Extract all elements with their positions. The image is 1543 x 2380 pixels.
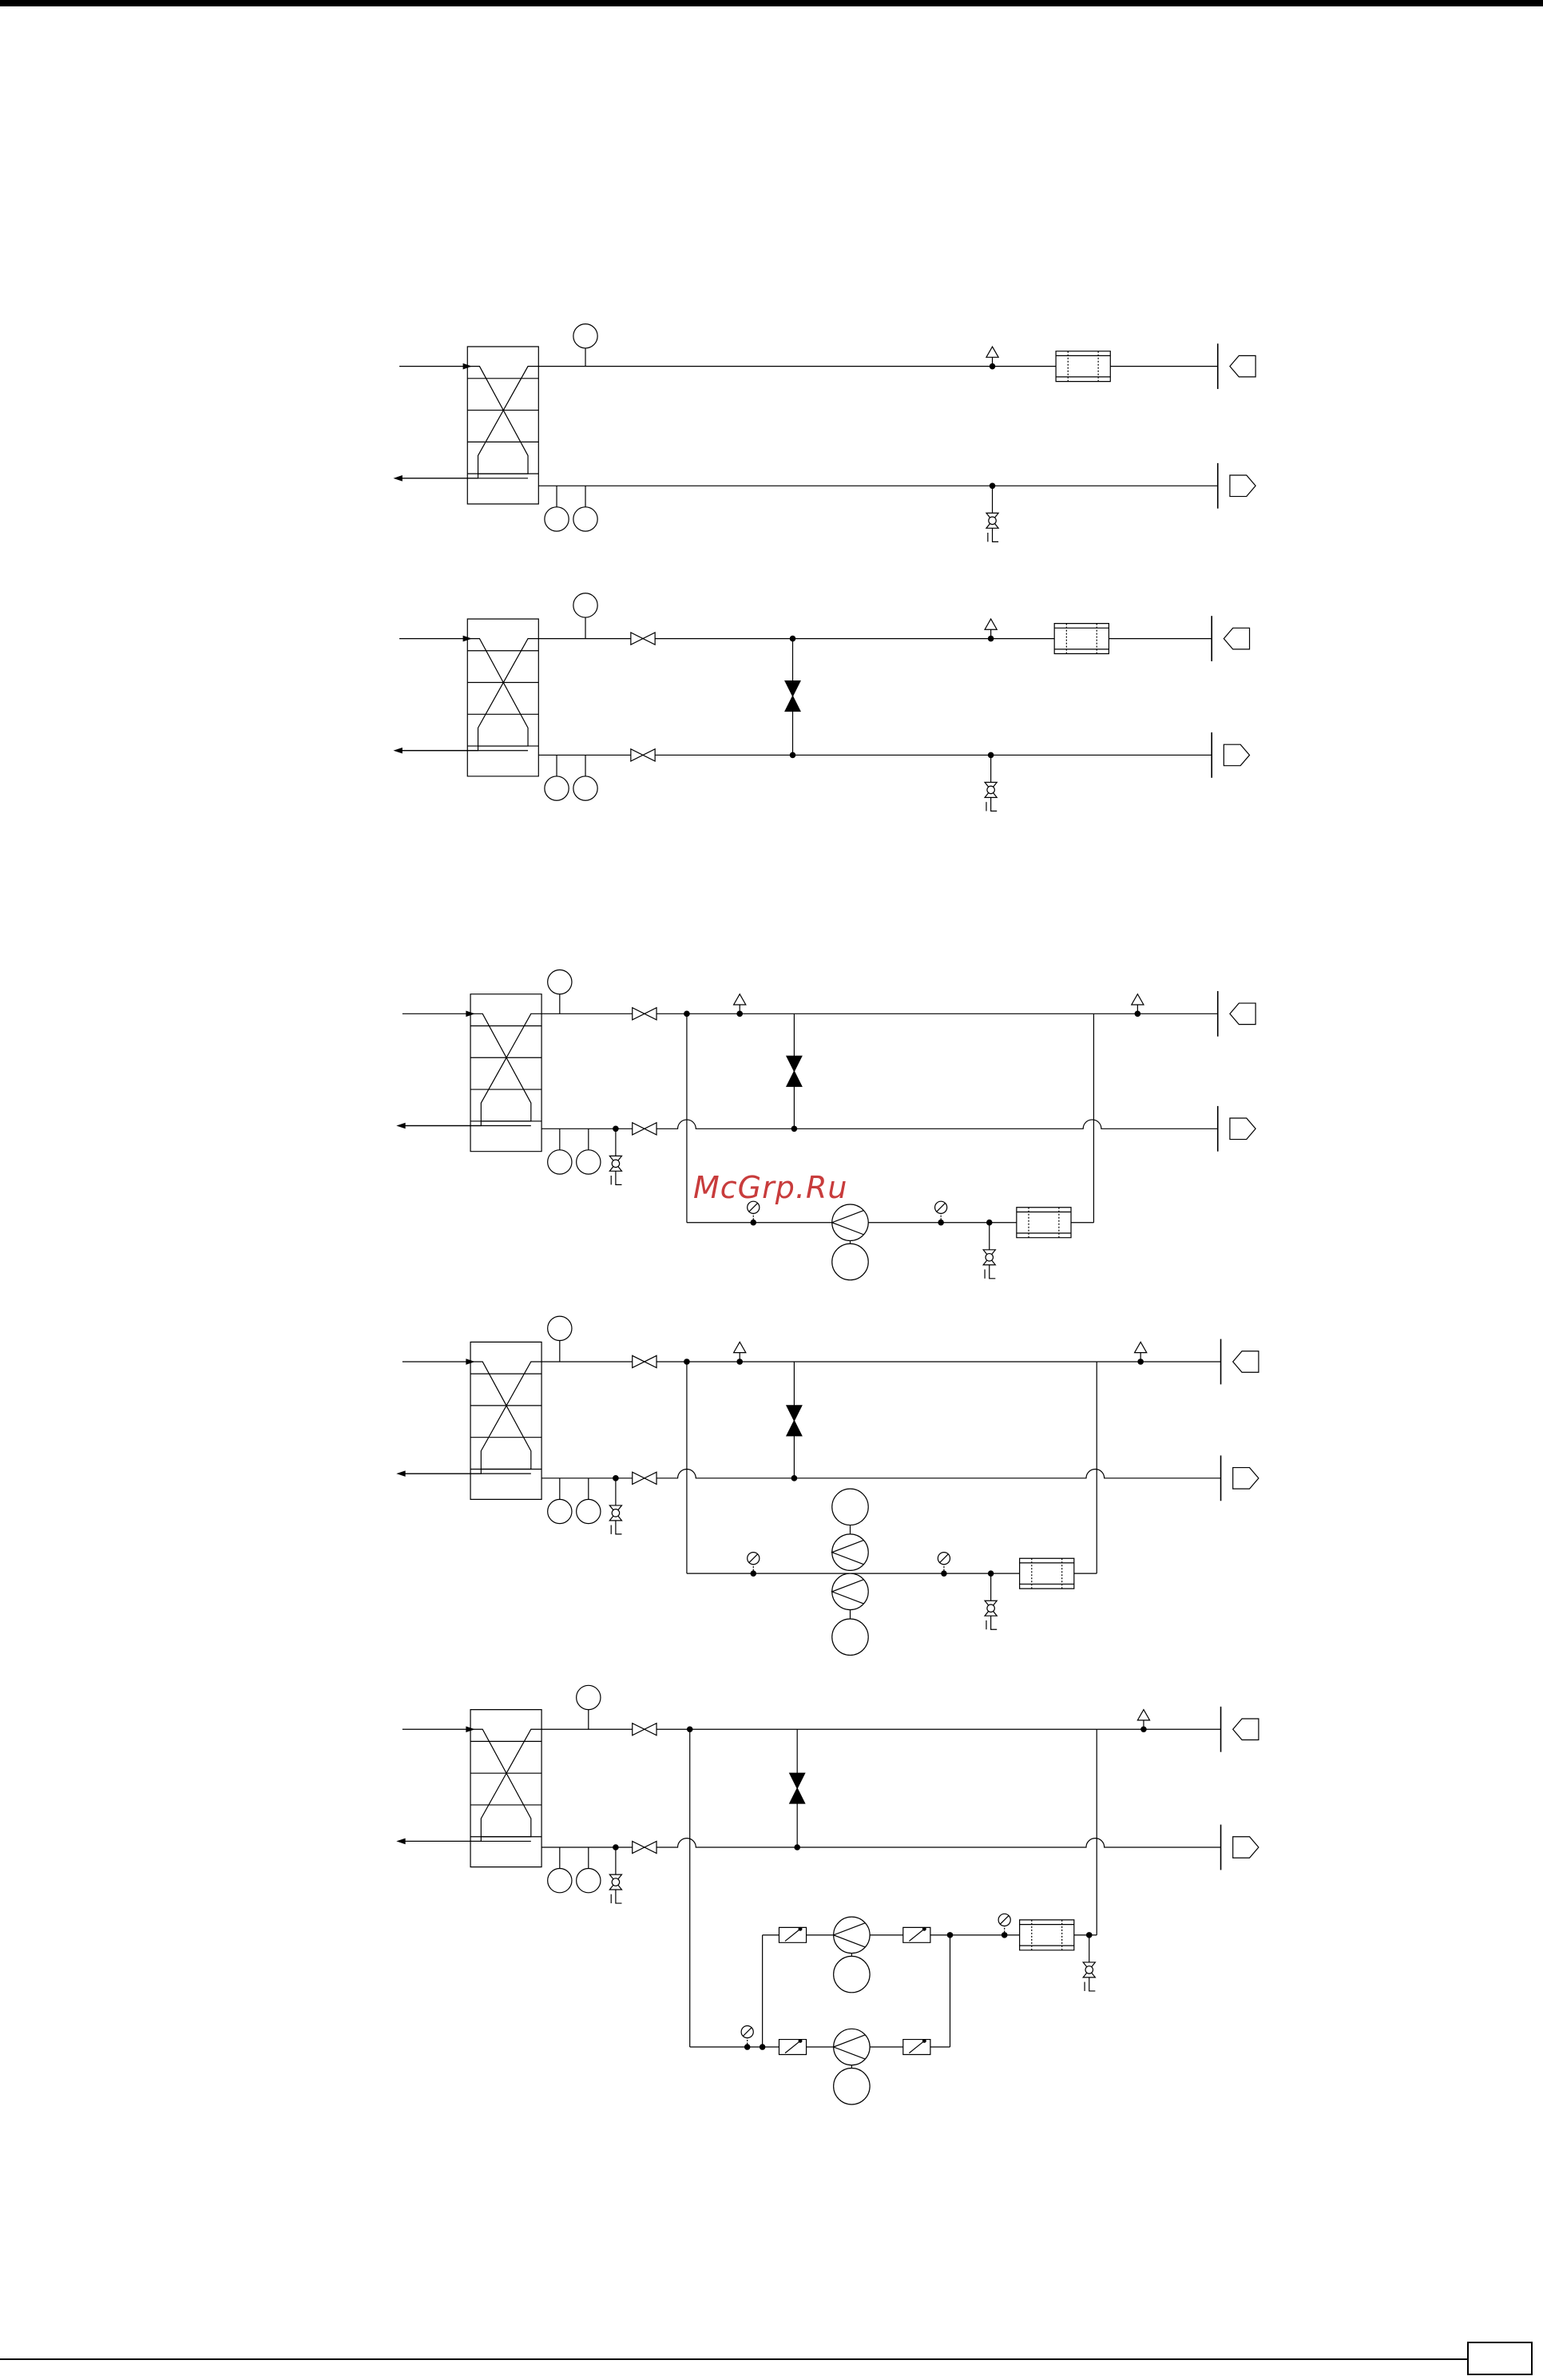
filter <box>1056 351 1110 382</box>
supply-arrow <box>1230 355 1255 377</box>
scheme-4 <box>396 1316 1259 1655</box>
shutoff-valve <box>631 633 655 645</box>
filter <box>1017 1208 1071 1238</box>
drain-valve <box>609 1126 621 1185</box>
shutoff-valve <box>633 1841 656 1853</box>
supply-arrow <box>1233 1351 1259 1373</box>
pump <box>834 2029 870 2104</box>
pressure-gauge <box>577 1869 601 1893</box>
heat-exchanger <box>396 994 541 1152</box>
drain-valve <box>983 1220 995 1279</box>
supply-arrow <box>1233 1719 1259 1740</box>
expansion-vessel <box>548 1316 572 1340</box>
expansion-vessel <box>573 593 597 617</box>
supply-arrow <box>1224 628 1249 649</box>
filter <box>1054 624 1109 654</box>
pressure-gauge <box>577 1499 601 1523</box>
shutoff-valve <box>633 1123 656 1135</box>
return-arrow <box>1230 1118 1255 1140</box>
return-pipe <box>541 1120 1218 1129</box>
drain-valve <box>609 1475 621 1534</box>
bypass-valve <box>787 1056 802 1086</box>
expansion-vessel <box>573 324 597 348</box>
heat-exchanger <box>393 347 538 504</box>
return-arrow <box>1233 1837 1259 1858</box>
pressure-gauge <box>548 1869 572 1893</box>
return-arrow <box>1230 475 1255 497</box>
filter <box>1020 1558 1074 1589</box>
pressure-gauge <box>545 507 569 531</box>
expansion-vessel <box>577 1685 601 1709</box>
bypass-valve <box>787 1406 802 1436</box>
heat-exchanger <box>396 1342 541 1499</box>
pressure-gauge <box>548 1499 572 1523</box>
scheme-5 <box>396 1685 1259 2104</box>
check-valve <box>779 2039 806 2055</box>
pressure-gauge <box>573 776 597 800</box>
drain-valve <box>986 483 998 542</box>
shutoff-valve <box>633 1008 656 1020</box>
watermark: McGrp.Ru <box>693 1170 847 1205</box>
pressure-gauge <box>545 776 569 800</box>
check-valve <box>779 1927 806 1943</box>
scheme-1 <box>393 324 1255 542</box>
drain-valve <box>985 1570 997 1629</box>
drain-valve <box>609 1844 621 1903</box>
shutoff-valve <box>631 749 655 761</box>
page-number-box <box>1467 2342 1533 2375</box>
check-valve <box>903 2039 930 2055</box>
supply-arrow <box>1230 1003 1255 1025</box>
scheme-2 <box>393 593 1249 811</box>
twin-pump <box>832 1489 868 1655</box>
return-pipe <box>541 1469 1220 1478</box>
scheme-3 <box>396 970 1255 1279</box>
shutoff-valve <box>633 1472 656 1484</box>
heat-exchanger <box>393 619 538 776</box>
return-arrow <box>1233 1468 1259 1489</box>
thermometer <box>935 1201 947 1225</box>
thermometer <box>998 1914 1010 1938</box>
pressure-gauge <box>548 1150 572 1174</box>
drain-valve <box>985 752 997 811</box>
thermometer <box>741 2026 753 2050</box>
thermometer <box>748 1553 760 1577</box>
pump <box>834 1917 870 1993</box>
check-valve <box>903 1927 930 1943</box>
bypass-valve <box>785 681 800 712</box>
return-arrow <box>1224 744 1249 766</box>
bypass-valve <box>790 1773 805 1803</box>
drain-valve <box>1083 1932 1095 1991</box>
shutoff-valve <box>633 1355 656 1367</box>
expansion-vessel <box>548 970 572 994</box>
filter <box>1020 1920 1074 1950</box>
footer-rule <box>0 2358 1467 2360</box>
heat-exchanger <box>396 1710 541 1867</box>
pressure-gauge <box>573 507 597 531</box>
pump <box>832 1204 868 1280</box>
thermometer <box>938 1553 950 1577</box>
return-pipe <box>541 1839 1220 1847</box>
pressure-gauge <box>577 1150 601 1174</box>
shutoff-valve <box>633 1724 656 1735</box>
